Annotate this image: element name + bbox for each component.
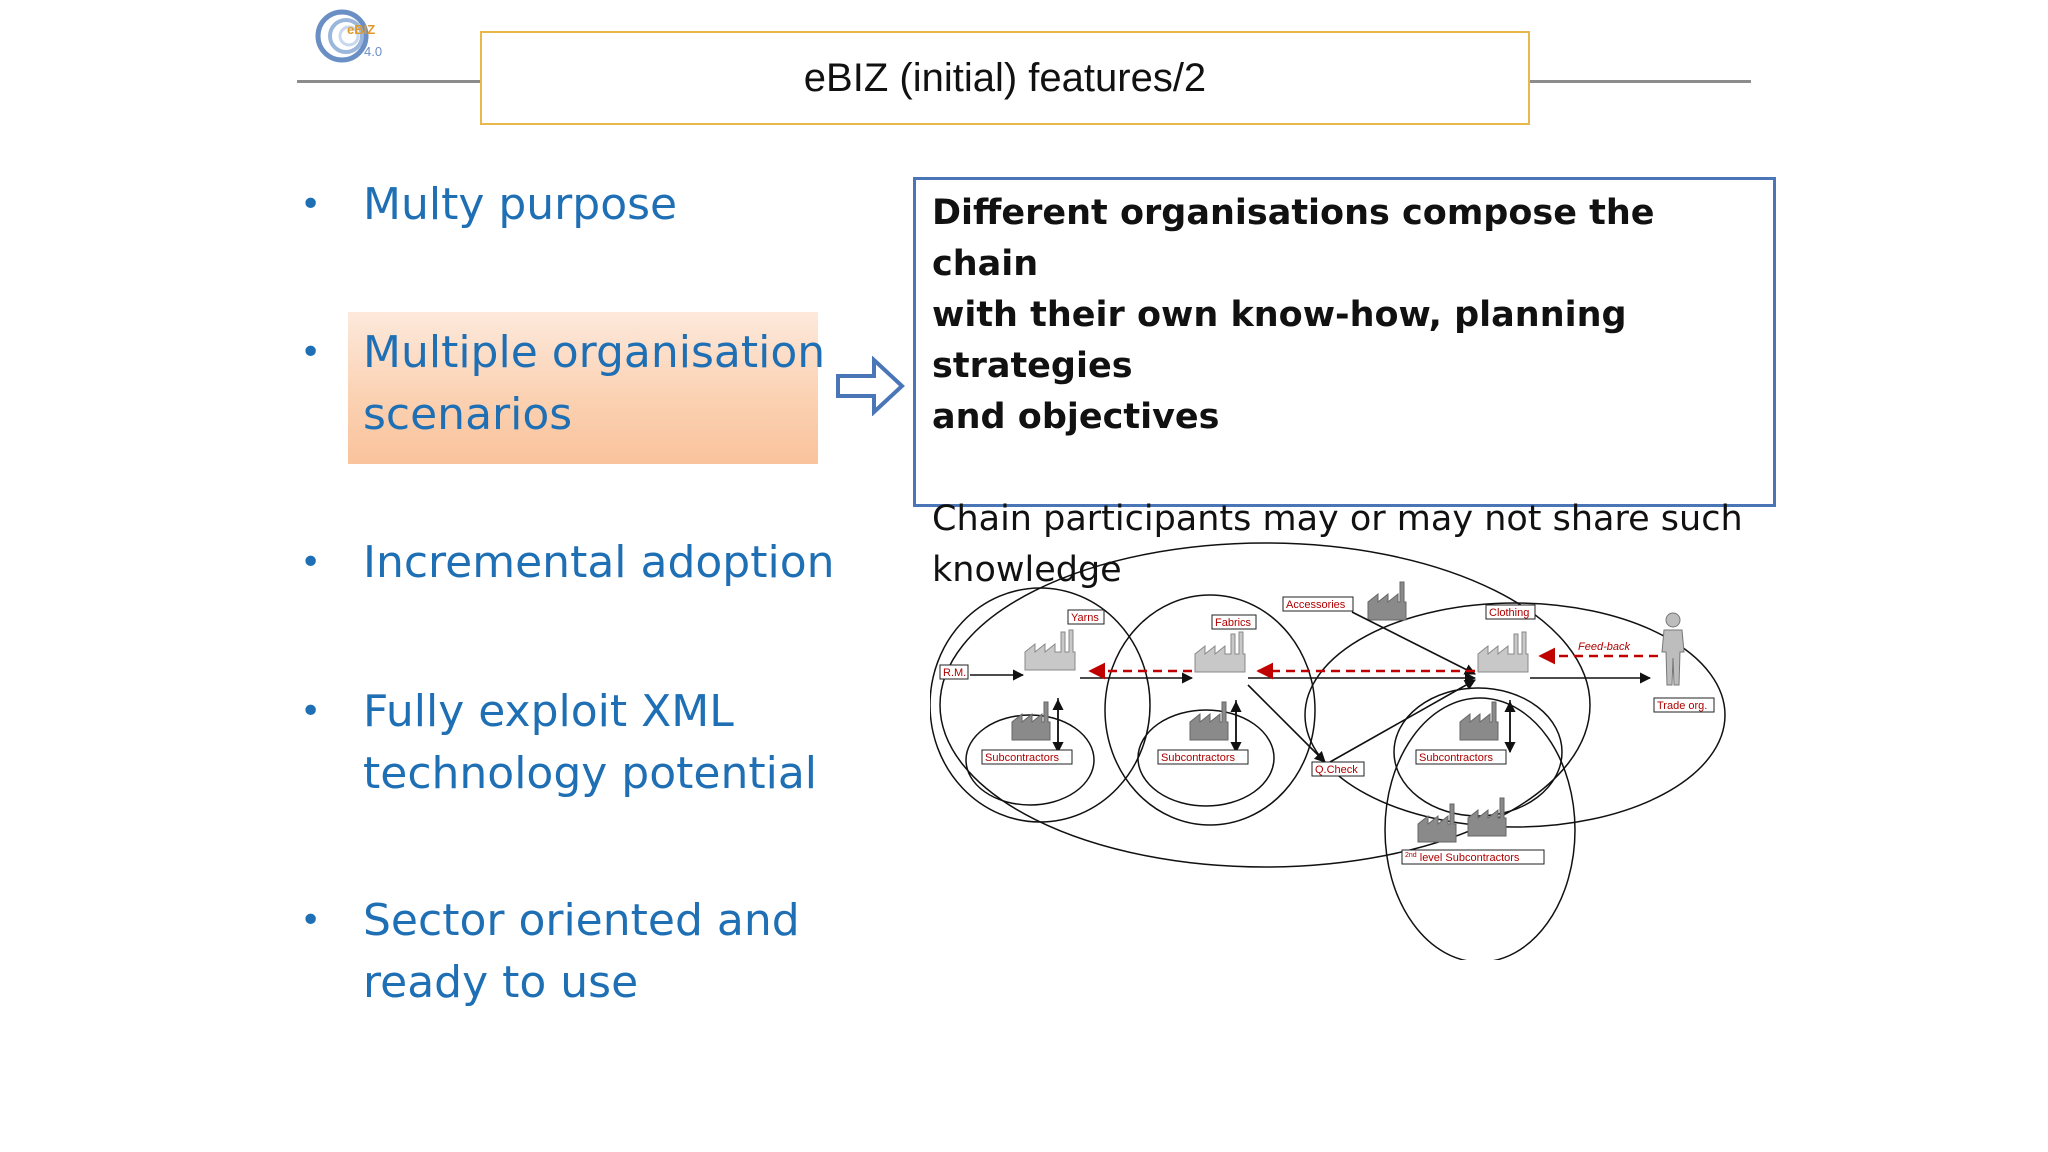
clothing-factory-icon <box>1477 631 1529 673</box>
label-clothing: Clothing <box>1489 607 1529 619</box>
slide-title-text: eBIZ (initial) features/2 <box>803 55 1207 100</box>
callout-bold-text: Different organisations compose the chai… <box>932 188 1757 443</box>
label-trade-org: Trade org. <box>1657 700 1707 712</box>
ebiz-logo: eBIZ 4.0 <box>315 9 382 63</box>
sub3-factory-icon <box>1459 701 1499 741</box>
title-rule-right <box>1530 80 1751 83</box>
yarns-ellipse <box>930 587 1151 823</box>
bullet-text-line-1: Multiple organisation <box>363 327 826 378</box>
label-fabrics: Fabrics <box>1215 617 1252 629</box>
right-arrow-icon <box>836 356 905 416</box>
yarns-factory-icon <box>1024 629 1076 671</box>
sub2nd-ellipse <box>1384 697 1576 960</box>
label-qcheck: Q.Check <box>1315 764 1358 776</box>
slide-title: eBIZ (initial) features/2 <box>480 31 1530 125</box>
sub2-ellipse <box>1137 709 1275 807</box>
label-2nd-rest: level Subcontractors <box>1417 852 1520 864</box>
bullet-text: Multy purpose <box>363 179 678 230</box>
label-accessories: Accessories <box>1286 599 1346 611</box>
bullet-dot: • <box>300 184 322 225</box>
callout-box: Different organisations compose the chai… <box>913 177 1776 590</box>
bullet-dot: • <box>300 542 322 583</box>
bullet-text-line-1: Fully exploit XML <box>363 686 734 737</box>
feedback-arrows <box>1088 647 1658 680</box>
logo-version: 4.0 <box>364 44 382 59</box>
label-subcontractors-2: Subcontractors <box>1161 752 1235 764</box>
supply-chain-diagram: R.M. Yarns Fabrics Accessories Clothing … <box>930 542 1726 960</box>
person-icon <box>1661 612 1685 686</box>
bullet-dot: • <box>300 332 322 373</box>
callout-bold-line-1: Different organisations compose the chai… <box>932 193 1655 284</box>
label-feedback: Feed-back <box>1578 641 1630 653</box>
bullet-highlight <box>348 312 818 464</box>
diagram-labels: R.M. Yarns Fabrics Accessories Clothing … <box>939 596 1715 865</box>
bullet-text-line-2: technology potential <box>363 748 818 799</box>
sub2nd-factory-b-icon <box>1467 797 1507 837</box>
label-2nd-level-subcontractors: 2nd level Subcontractors <box>1405 852 1520 864</box>
bullet-text-line-2: ready to use <box>363 957 639 1008</box>
logo-brand: eBIZ <box>347 22 375 37</box>
callout-normal-line-2: knowledge <box>932 550 1122 590</box>
bullet-text: Incremental adoption <box>363 537 835 588</box>
callout-bold-line-3: and objectives <box>932 397 1220 437</box>
diagram-ellipses <box>930 542 1726 960</box>
diagram-arrows <box>970 611 1652 763</box>
clothing-ellipse <box>1304 602 1726 828</box>
sub1-factory-icon <box>1011 701 1051 741</box>
fabrics-ellipse <box>1104 594 1316 826</box>
sub2-factory-icon <box>1189 701 1229 741</box>
fabrics-factory-icon <box>1194 631 1246 673</box>
label-rm: R.M. <box>943 667 966 679</box>
label-subcontractors-3: Subcontractors <box>1419 752 1493 764</box>
sub2nd-factory-a-icon <box>1417 803 1457 843</box>
bullet-dot: • <box>300 900 322 941</box>
label-subcontractors-1: Subcontractors <box>985 752 1059 764</box>
callout-normal-line-1: Chain participants may or may not share … <box>932 499 1743 539</box>
bullet-dot: • <box>300 691 322 732</box>
label-yarns: Yarns <box>1071 612 1099 624</box>
accessories-factory-icon <box>1367 581 1407 621</box>
callout-normal-text: Chain participants may or may not share … <box>932 494 1757 596</box>
bullet-text-line-1: Sector oriented and <box>363 895 800 946</box>
outer-chain-ellipse <box>939 542 1591 868</box>
title-rule-left <box>297 80 481 83</box>
label-2nd-sup: 2nd <box>1405 852 1417 859</box>
callout-bold-line-2: with their own know-how, planning strate… <box>932 295 1627 386</box>
bullet-text-line-2: scenarios <box>363 389 573 440</box>
